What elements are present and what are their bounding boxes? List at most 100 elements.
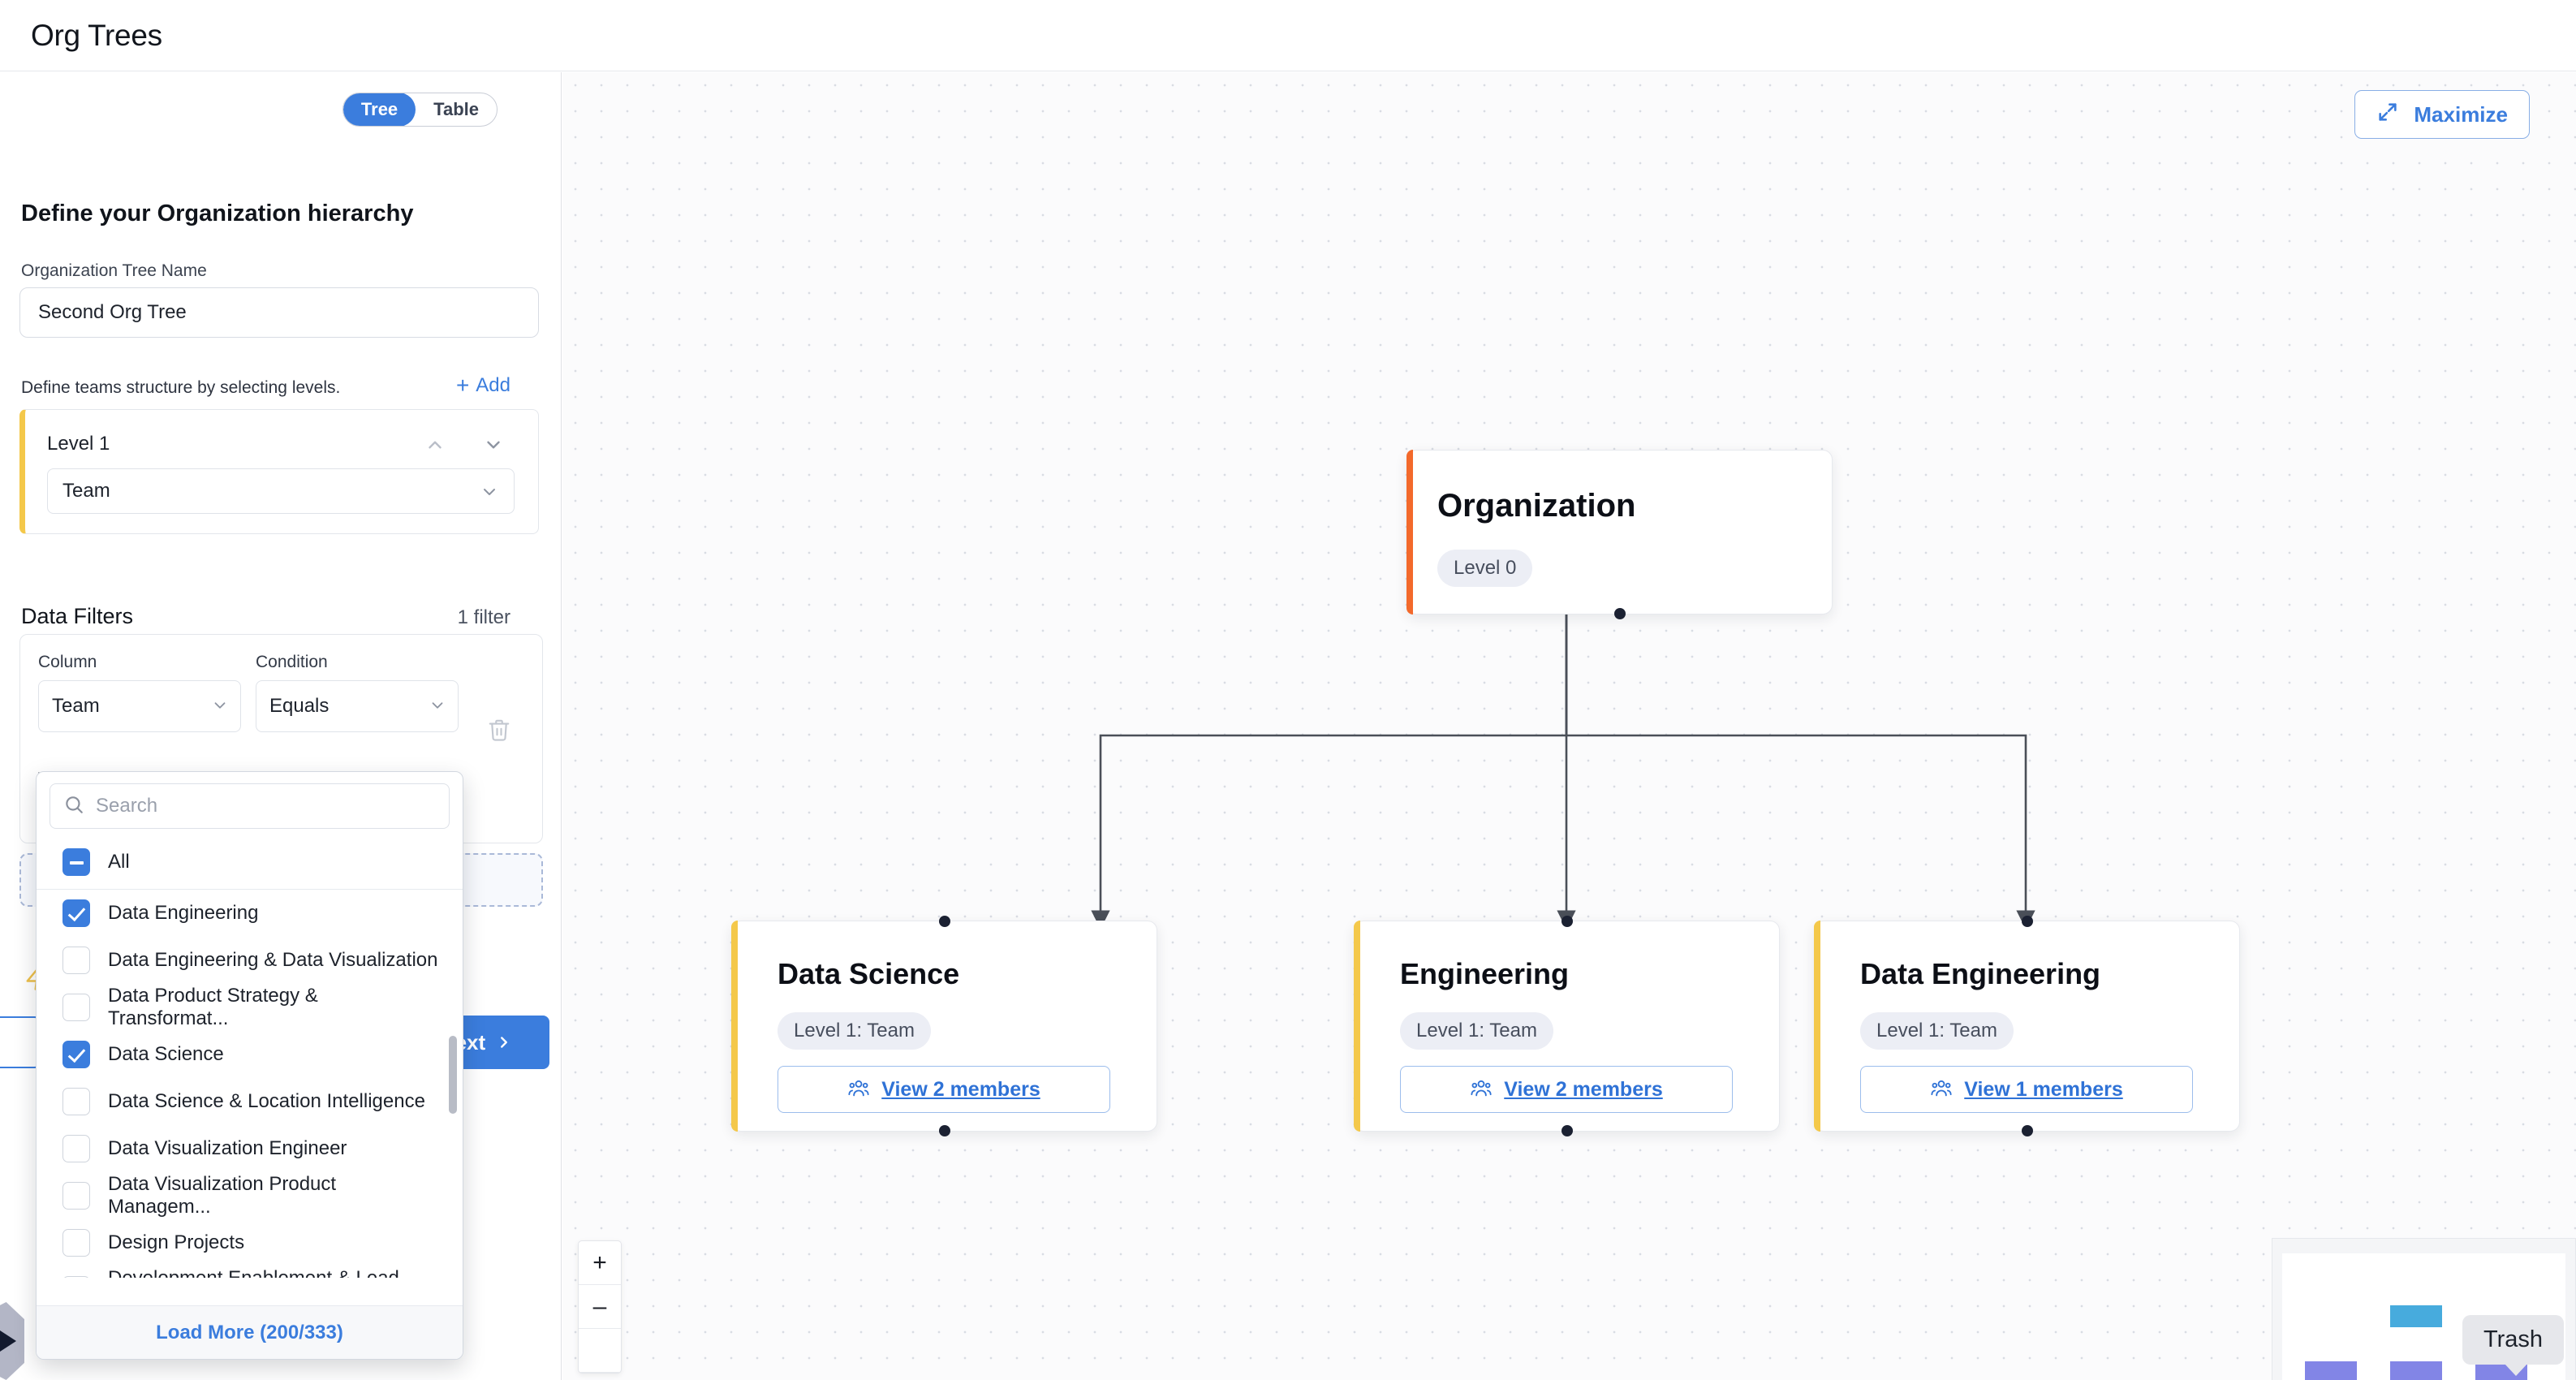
members-icon (1930, 1076, 1953, 1103)
zoom-fit-button[interactable] (579, 1329, 621, 1373)
org-chart-canvas[interactable]: Maximize Organization Level 0 Data Scien… (562, 72, 2576, 1380)
org-node-engineering[interactable]: Engineering Level 1: Team View 2 members (1354, 916, 1780, 1136)
filter-condition-select[interactable]: Equals (256, 680, 459, 732)
minimap-node-child (2390, 1361, 2442, 1380)
view-members-label: View 2 members (881, 1077, 1040, 1101)
filter-count: 1 filter (457, 606, 510, 628)
chevron-up-icon[interactable] (423, 433, 447, 457)
checkbox[interactable] (62, 1276, 90, 1278)
list-item[interactable]: Data Product Strategy & Transformat... (37, 984, 463, 1031)
view-members-label: View 2 members (1504, 1077, 1663, 1101)
dropdown-search-wrap: Search (37, 772, 463, 839)
maximize-button[interactable]: Maximize (2354, 90, 2530, 139)
node-level-badge: Level 1: Team (778, 1012, 931, 1050)
dropdown-item-all[interactable]: All (37, 839, 463, 890)
search-icon (63, 794, 84, 819)
minimap[interactable]: Trash (2272, 1238, 2576, 1380)
dropdown-all-label: All (108, 851, 130, 873)
levels-hint: Define teams structure by selecting leve… (21, 378, 341, 397)
dropdown-list: Data Engineering Data Engineering & Data… (37, 890, 463, 1278)
triangle-right-icon (0, 1330, 16, 1352)
members-icon (847, 1076, 870, 1103)
add-level-button[interactable]: + Add (456, 374, 510, 397)
checkbox[interactable] (62, 1088, 90, 1115)
checkbox[interactable] (62, 994, 90, 1021)
node-port-top[interactable] (939, 916, 950, 927)
list-item[interactable]: Design Projects (37, 1219, 463, 1266)
node-title: Engineering (1400, 957, 1570, 990)
minimap-node-child (2305, 1361, 2357, 1380)
level-column-value: Team (62, 480, 110, 502)
delete-filter-button[interactable] (487, 718, 511, 746)
trash-tooltip: Trash (2462, 1315, 2564, 1376)
node-level-badge: Level 1: Team (1860, 1012, 2014, 1050)
values-dropdown: Search All Data Engineering Data Enginee… (36, 771, 463, 1360)
node-accent-bar (1814, 921, 1820, 1132)
dropdown-scrollbar[interactable] (449, 1036, 457, 1114)
chevron-down-icon[interactable] (481, 433, 506, 457)
back-button[interactable] (0, 1016, 42, 1068)
filter-condition-label: Condition (256, 653, 328, 671)
list-item-label: Data Visualization Product Managem... (108, 1173, 337, 1218)
node-port-bottom[interactable] (1562, 1125, 1573, 1136)
node-port-bottom[interactable] (1614, 608, 1626, 619)
add-level-label: Add (476, 374, 510, 396)
list-item-label: Development Enablement & Lead Ge... (108, 1267, 438, 1278)
tree-name-input[interactable]: Second Org Tree (19, 287, 539, 338)
checkbox[interactable] (62, 947, 90, 974)
zoom-out-button[interactable]: – (579, 1285, 621, 1329)
chevron-right-icon (501, 1037, 508, 1048)
level-card-1: Level 1 Team (19, 409, 539, 534)
checkbox[interactable] (62, 1229, 90, 1257)
node-port-top[interactable] (1562, 916, 1573, 927)
list-item-label: Data Science (108, 1043, 224, 1065)
node-accent-bar (731, 921, 738, 1132)
node-port-bottom[interactable] (2022, 1125, 2033, 1136)
level-title: Level 1 (47, 433, 110, 455)
checkbox[interactable] (62, 1135, 90, 1162)
list-item-label: Data Engineering & Data Visualization (108, 949, 438, 971)
list-item[interactable]: Data Visualization Engineer (37, 1125, 463, 1172)
list-item[interactable]: Data Visualization Product Managem... (37, 1172, 463, 1219)
load-more-button[interactable]: Load More (200/333) (37, 1305, 463, 1359)
node-port-bottom[interactable] (939, 1125, 950, 1136)
node-port-top[interactable] (2022, 916, 2033, 927)
node-level-badge: Level 0 (1437, 550, 1533, 587)
view-members-button[interactable]: View 2 members (778, 1066, 1110, 1113)
node-level-badge: Level 1: Team (1400, 1012, 1553, 1050)
checkbox-all[interactable] (62, 848, 90, 876)
view-members-button[interactable]: View 2 members (1400, 1066, 1733, 1113)
list-item[interactable]: Data Engineering & Data Visualization (37, 937, 463, 984)
node-accent-bar (1406, 450, 1413, 615)
zoom-controls: + – (578, 1240, 622, 1374)
node-title: Organization (1437, 488, 1636, 524)
view-toggle: Tree Table (342, 93, 498, 127)
node-title: Data Science (778, 957, 960, 990)
org-node-data-science[interactable]: Data Science Level 1: Team View 2 member… (731, 916, 1157, 1136)
sidebar-heading: Define your Organization hierarchy (21, 201, 414, 226)
node-title: Data Engineering (1860, 957, 2101, 990)
search-input[interactable]: Search (50, 783, 450, 829)
checkbox[interactable] (62, 899, 90, 927)
checkbox[interactable] (62, 1182, 90, 1210)
zoom-in-button[interactable]: + (579, 1241, 621, 1285)
tab-tree[interactable]: Tree (342, 93, 416, 126)
filter-condition-value: Equals (269, 695, 330, 717)
tab-table[interactable]: Table (433, 99, 479, 119)
chevron-down-icon (480, 482, 499, 507)
level-column-select[interactable]: Team (47, 468, 515, 514)
org-node-root[interactable]: Organization Level 0 (1406, 450, 1833, 619)
chevron-down-icon (211, 696, 229, 720)
list-item[interactable]: Development Enablement & Lead Ge... (37, 1266, 463, 1278)
filter-column-select[interactable]: Team (38, 680, 241, 732)
list-item[interactable]: Data Engineering (37, 890, 463, 937)
org-node-data-engineering[interactable]: Data Engineering Level 1: Team View 1 me… (1814, 916, 2240, 1136)
sidebar-collapse-handle[interactable] (0, 1302, 24, 1380)
list-item[interactable]: Data Science (37, 1031, 463, 1078)
maximize-icon (2376, 101, 2399, 129)
page-title: Org Trees (31, 18, 162, 52)
checkbox[interactable] (62, 1041, 90, 1068)
view-members-button[interactable]: View 1 members (1860, 1066, 2193, 1113)
list-item[interactable]: Data Science & Location Intelligence (37, 1078, 463, 1125)
list-item-label: Data Science & Location Intelligence (108, 1090, 425, 1112)
